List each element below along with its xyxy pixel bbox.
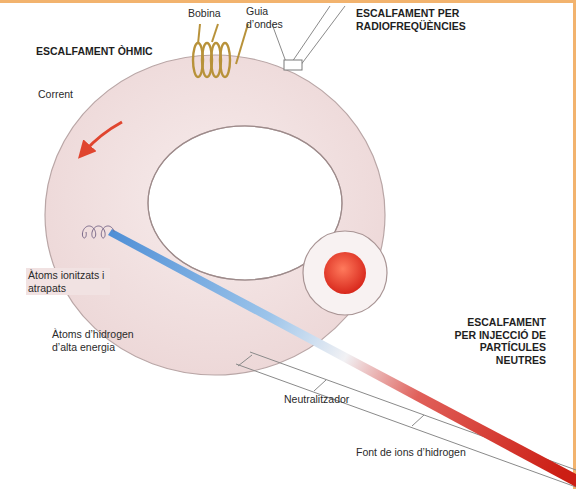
- waveguide-lead: [236, 24, 248, 64]
- ion-spiral: [82, 226, 114, 238]
- coil-lead: [198, 24, 200, 44]
- vessel-section: [303, 231, 387, 315]
- source-ring: [412, 415, 424, 426]
- coil: [193, 43, 230, 77]
- waveguide-line: [300, 6, 345, 66]
- torus-vessel: [45, 55, 385, 375]
- heading-label: ESCALFAMENT PER RADIOFREQÜÈNCIES: [356, 7, 480, 32]
- coil-turn: [220, 43, 230, 77]
- trapped-ion-spiral: [82, 226, 114, 238]
- part-label: Àtoms ionitzats i atrapats: [26, 268, 110, 295]
- frame-strip: [573, 0, 576, 489]
- waveguide-line: [272, 24, 286, 62]
- injector-tube: [236, 364, 576, 487]
- neutral-beam: [108, 229, 576, 487]
- current-arrow: [84, 122, 122, 152]
- injector-tube: [238, 355, 252, 366]
- part-label: Font de ions d’hidrogen: [356, 446, 466, 459]
- heading-label: ESCALFAMENT PER INJECCIÓ DE PARTÍCULES N…: [450, 316, 546, 366]
- part-label: Corrent: [38, 88, 73, 101]
- part-label: Àtoms d’hidrogen d’alta energia: [52, 328, 146, 353]
- part-label: Guia d’ondes: [246, 5, 296, 30]
- plasma-core: [324, 252, 366, 294]
- coil-lead: [212, 24, 218, 42]
- part-label: Neutralitzador: [284, 393, 349, 406]
- heading-label: ESCALFAMENT ÒHMIC: [36, 45, 153, 58]
- waveguide-port: [284, 60, 302, 70]
- part-label: Bobina: [188, 7, 221, 20]
- neutralizer-ring: [314, 380, 326, 391]
- frame-strip: [0, 0, 576, 3]
